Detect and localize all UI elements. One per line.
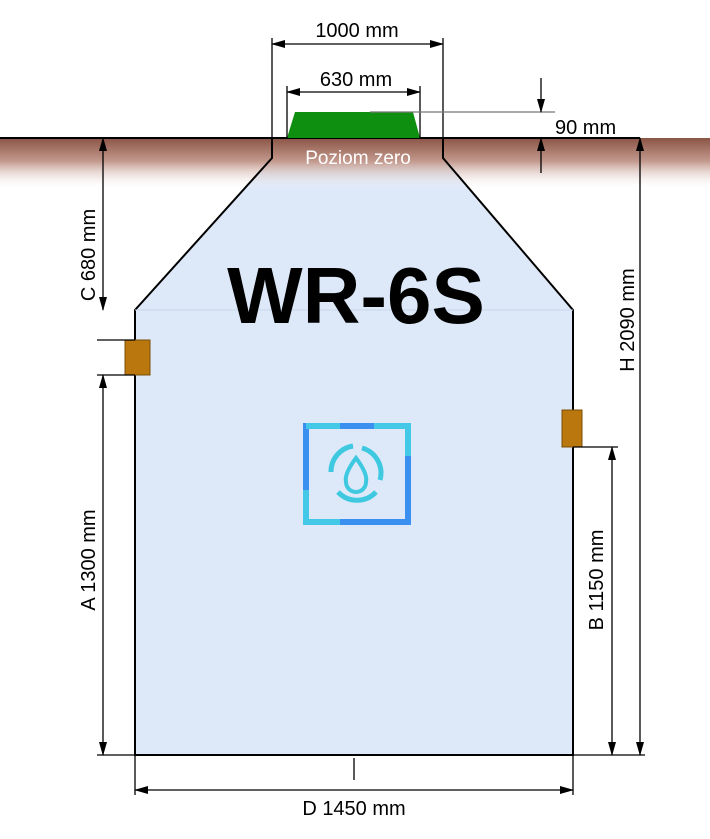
water-cycle-logo-icon <box>303 423 411 525</box>
ground-level-label: Poziom zero <box>305 148 411 169</box>
cover-width-label: 630 mm <box>320 69 392 91</box>
cover-height-label: 90 mm <box>555 117 616 139</box>
cone-height-label: C 680 mm <box>78 209 100 301</box>
model-title: WR-6S <box>227 251 485 340</box>
neck-width-label: 1000 mm <box>315 20 398 42</box>
manhole-cover <box>287 112 420 138</box>
tank-body <box>135 138 573 755</box>
total-height-label: H 2090 mm <box>617 268 639 371</box>
inlet-height-label: A 1300 mm <box>78 509 100 610</box>
diameter-label: D 1450 mm <box>302 798 405 820</box>
ground-layer <box>0 138 710 190</box>
inlet-pipe <box>124 339 151 376</box>
outlet-pipe <box>561 409 583 448</box>
outlet-height-label: B 1150 mm <box>586 530 608 631</box>
